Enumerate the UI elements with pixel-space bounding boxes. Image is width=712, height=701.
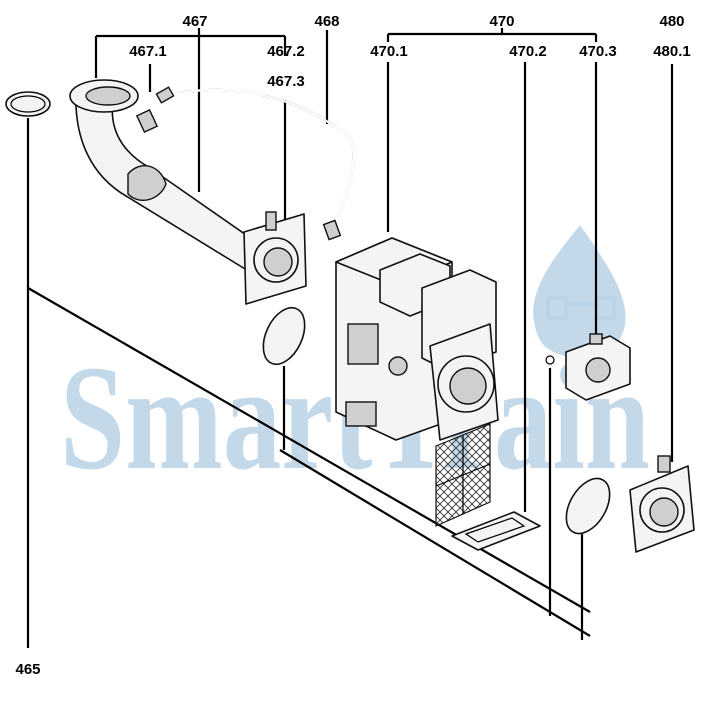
label-467: 467 xyxy=(182,13,207,30)
base-line-lower xyxy=(279,449,591,637)
label-480: 480 xyxy=(659,13,684,30)
o-ring-465-inner xyxy=(10,95,46,113)
label-467-1: 467.1 xyxy=(129,43,167,60)
fitting-467-1 xyxy=(135,108,159,134)
label-470-2: 470.2 xyxy=(509,43,547,60)
filter-mesh-470 xyxy=(435,423,491,527)
small-o-ring xyxy=(545,355,555,365)
bracket-467 xyxy=(94,28,287,228)
o-ring-flange-left xyxy=(262,306,306,366)
label-470-1: 470.1 xyxy=(370,43,408,60)
o-ring-flange-right xyxy=(565,477,611,535)
label-467-2: 467.2 xyxy=(267,43,305,60)
label-480-1: 480.1 xyxy=(653,43,691,60)
bracket-470 xyxy=(386,28,598,512)
label-470: 470 xyxy=(489,13,514,30)
label-468: 468 xyxy=(314,13,339,30)
label-467-3: 467.3 xyxy=(267,73,305,90)
base-line-upper xyxy=(27,287,591,613)
gas-tube-468 xyxy=(155,86,355,241)
pressure-switch-470-3 xyxy=(565,333,631,401)
flange-467-2 xyxy=(243,211,307,305)
gas-valve-470-1 xyxy=(335,237,499,441)
flange-480-1 xyxy=(629,455,695,553)
elbow-pipe-467 xyxy=(69,79,263,273)
label-470-3: 470.3 xyxy=(579,43,617,60)
label-465: 465 xyxy=(15,661,40,678)
gasket-470-2 xyxy=(451,511,541,551)
